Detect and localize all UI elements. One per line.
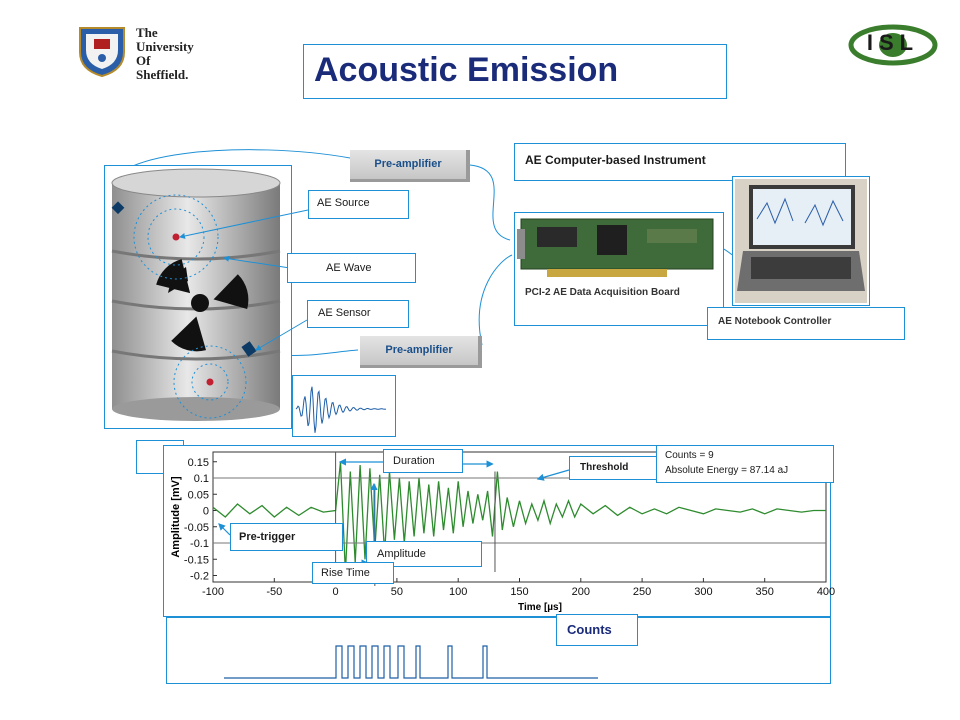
x-tick-label: 150 xyxy=(510,586,528,598)
ae-source-label: AE Source xyxy=(308,190,409,219)
x-tick-label: 400 xyxy=(817,586,835,598)
x-tick-label: 350 xyxy=(756,586,774,598)
preamplifier-top: Pre-amplifier xyxy=(350,150,470,182)
threshold-label: Threshold xyxy=(569,456,665,480)
page-title: Acoustic Emission xyxy=(314,51,619,89)
pretrigger-label: Pre-trigger xyxy=(230,523,343,551)
university-name: The University Of Sheffield. xyxy=(136,25,194,82)
burst-waveform-box xyxy=(292,375,396,437)
signal-line xyxy=(212,461,826,573)
y-tick-label: 0.1 xyxy=(194,473,209,485)
pretrigger-arrow-left xyxy=(218,523,231,536)
daq-board-box: PCI-2 AE Data Acquisition Board xyxy=(514,212,724,326)
counts-frame xyxy=(166,617,831,684)
y-tick-label: -0.2 xyxy=(190,571,209,583)
isl-logo xyxy=(848,24,938,66)
counts-energy-box: Counts = 9 Absolute Energy = 87.14 aJ xyxy=(656,445,834,483)
x-axis-label: Time [µs] xyxy=(518,602,562,613)
instrument-title-box: AE Computer-based Instrument xyxy=(514,143,846,181)
x-tick-label: 0 xyxy=(333,586,339,598)
x-tick-label: -100 xyxy=(202,586,224,598)
x-tick-label: 50 xyxy=(391,586,403,598)
x-tick-label: -50 xyxy=(266,586,282,598)
university-crest-icon xyxy=(79,27,125,78)
y-tick-label: -0.1 xyxy=(190,538,209,550)
laptop-image xyxy=(735,179,867,303)
preamplifier-bottom: Pre-amplifier xyxy=(360,336,482,368)
radiation-icon xyxy=(156,259,249,352)
y-tick-label: -0.15 xyxy=(184,554,209,566)
y-tick-label: 0.15 xyxy=(188,457,209,469)
isl-logo-text: ISL xyxy=(866,30,920,55)
notebook-label: AE Notebook Controller xyxy=(707,307,905,340)
x-tick-label: 200 xyxy=(572,586,590,598)
radioactive-barrel xyxy=(111,168,281,421)
ae-wave-label: AE Wave xyxy=(287,253,416,283)
rise-time-label: Rise Time xyxy=(312,562,394,584)
duration-label: Duration xyxy=(383,449,463,473)
burst-waveform xyxy=(295,386,387,433)
x-tick-label: 250 xyxy=(633,586,651,598)
y-tick-label: 0.05 xyxy=(188,489,209,501)
notebook-image-box xyxy=(732,176,870,306)
y-tick-label: -0.05 xyxy=(184,522,209,534)
title-box: Acoustic Emission xyxy=(303,44,727,99)
ae-sensor-label: AE Sensor xyxy=(307,300,409,328)
x-tick-label: 300 xyxy=(694,586,712,598)
x-tick-label: 100 xyxy=(449,586,467,598)
y-axis-label: Amplitude [mV] xyxy=(170,476,182,558)
counts-label: Counts xyxy=(556,614,638,646)
daq-board-image xyxy=(517,218,714,277)
threshold-arrow xyxy=(536,469,570,481)
y-tick-label: 0 xyxy=(203,506,209,518)
